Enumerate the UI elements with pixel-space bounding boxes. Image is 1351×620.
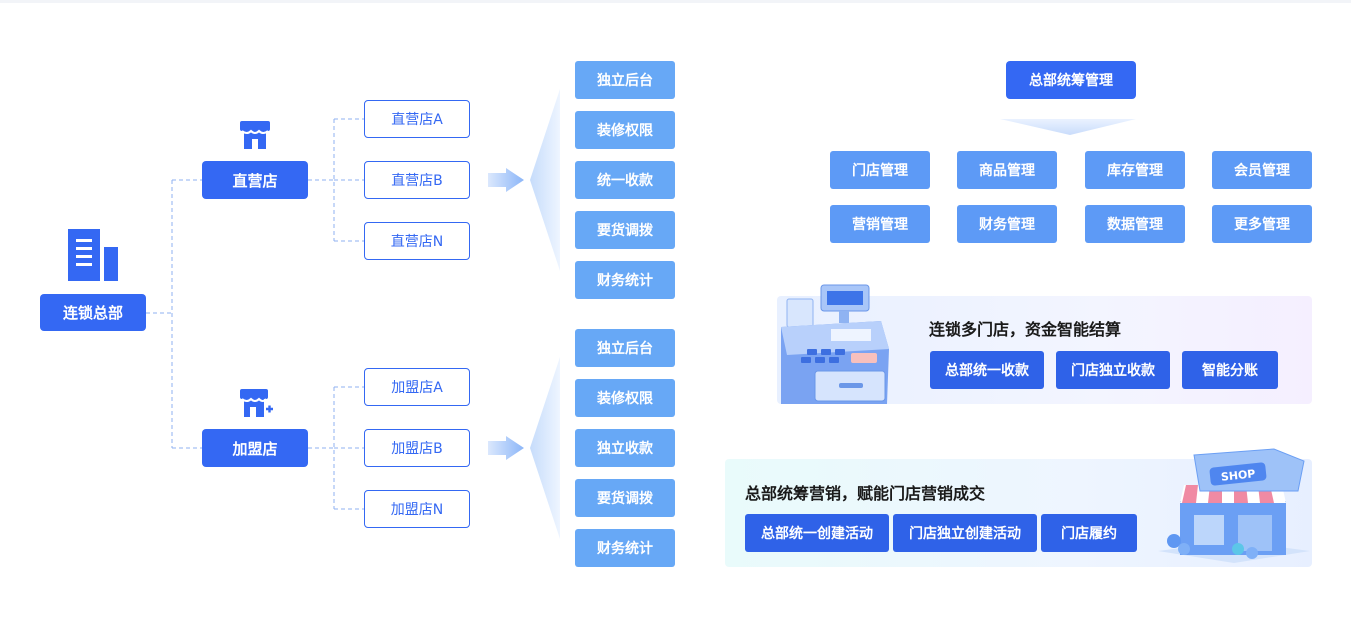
store-node[interactable]: 直营店A bbox=[364, 100, 470, 138]
feature-node[interactable]: 装修权限 bbox=[575, 379, 675, 417]
feature-node[interactable]: 财务统计 bbox=[575, 261, 675, 299]
store-icon bbox=[240, 121, 270, 149]
management-title[interactable]: 总部统筹管理 bbox=[1006, 61, 1136, 99]
branch-franchise[interactable]: 加盟店 bbox=[202, 429, 308, 467]
feature-node[interactable]: 独立收款 bbox=[575, 429, 675, 467]
feature-node[interactable]: 要货调拨 bbox=[575, 479, 675, 517]
arrow-top bbox=[488, 168, 524, 192]
settlement-title: 连锁多门店，资金智能结算 bbox=[929, 320, 1122, 339]
management-item[interactable]: 门店管理 bbox=[830, 151, 930, 189]
store-node[interactable]: 加盟店B bbox=[364, 429, 470, 467]
shop-building-icon: SHOP bbox=[1158, 448, 1310, 563]
settlement-item[interactable]: 门店独立收款 bbox=[1056, 351, 1170, 389]
feature-node[interactable]: 财务统计 bbox=[575, 529, 675, 567]
marketing-item[interactable]: 门店履约 bbox=[1041, 514, 1137, 552]
branch-direct[interactable]: 直营店 bbox=[202, 161, 308, 199]
store-node[interactable]: 直营店B bbox=[364, 161, 470, 199]
connector-lines bbox=[146, 89, 1136, 539]
feature-node[interactable]: 独立后台 bbox=[575, 329, 675, 367]
arrow-bottom bbox=[488, 436, 524, 460]
store-node[interactable]: 直营店N bbox=[364, 222, 470, 260]
management-item[interactable]: 商品管理 bbox=[957, 151, 1057, 189]
shop-sign-text: SHOP bbox=[1220, 467, 1256, 484]
management-item[interactable]: 更多管理 bbox=[1212, 205, 1312, 243]
settlement-item[interactable]: 总部统一收款 bbox=[930, 351, 1044, 389]
store-node[interactable]: 加盟店A bbox=[364, 368, 470, 406]
building-icon bbox=[68, 229, 118, 281]
cash-register-icon bbox=[781, 284, 889, 404]
hq-node[interactable]: 连锁总部 bbox=[40, 294, 146, 331]
management-item[interactable]: 营销管理 bbox=[830, 205, 930, 243]
franchise-store-icon bbox=[240, 389, 273, 417]
marketing-title: 总部统筹营销，赋能门店营销成交 bbox=[745, 484, 986, 503]
feature-node[interactable]: 装修权限 bbox=[575, 111, 675, 149]
settlement-item[interactable]: 智能分账 bbox=[1182, 351, 1278, 389]
feature-node[interactable]: 独立后台 bbox=[575, 61, 675, 99]
management-item[interactable]: 数据管理 bbox=[1085, 205, 1185, 243]
feature-node[interactable]: 统一收款 bbox=[575, 161, 675, 199]
feature-node[interactable]: 要货调拨 bbox=[575, 211, 675, 249]
management-item[interactable]: 财务管理 bbox=[957, 205, 1057, 243]
marketing-item[interactable]: 门店独立创建活动 bbox=[893, 514, 1037, 552]
management-item[interactable]: 会员管理 bbox=[1212, 151, 1312, 189]
management-item[interactable]: 库存管理 bbox=[1085, 151, 1185, 189]
store-node[interactable]: 加盟店N bbox=[364, 490, 470, 528]
marketing-item[interactable]: 总部统一创建活动 bbox=[745, 514, 889, 552]
